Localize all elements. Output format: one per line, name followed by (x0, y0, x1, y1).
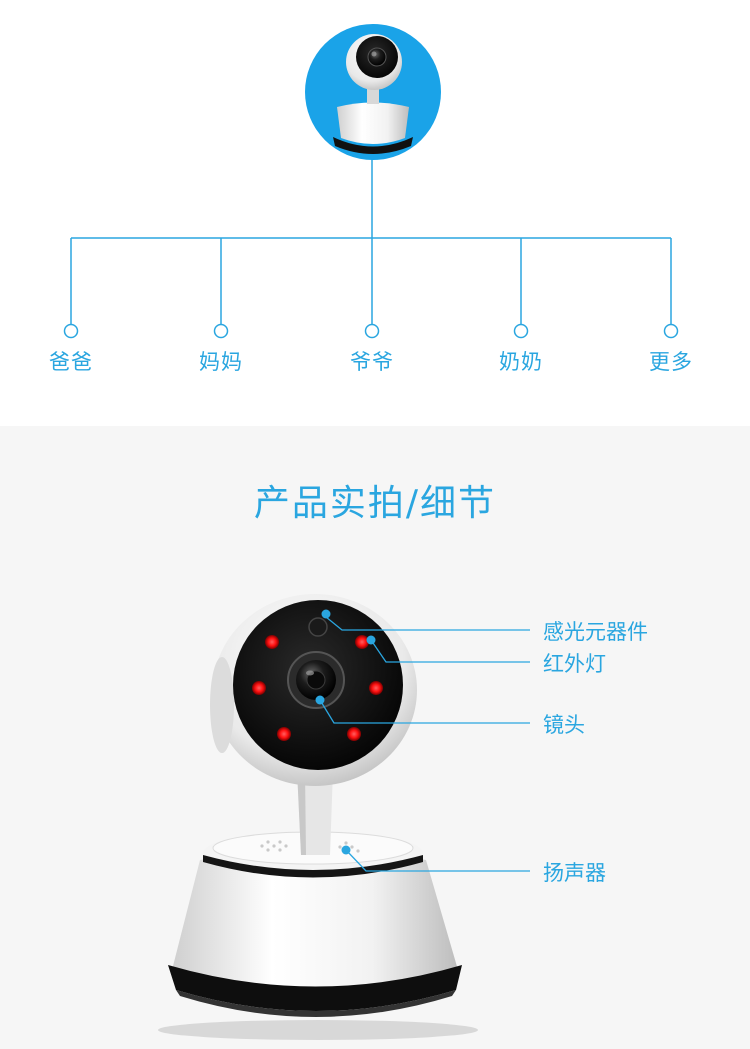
member-label-more: 更多 (649, 350, 693, 374)
camera-product-image (158, 594, 478, 1040)
member-label-dad: 爸爸 (49, 350, 93, 374)
section-title: 产品实拍/细节 (253, 483, 497, 524)
member-label-mom: 妈妈 (199, 350, 243, 374)
feature-label-sensor: 感光元器件 (543, 620, 648, 644)
feature-label-speaker: 扬声器 (543, 861, 606, 885)
callout-lines (319, 616, 530, 872)
feature-label-lens: 镜头 (543, 713, 585, 737)
camera-hub-icon (305, 24, 441, 160)
family-tree (63, 152, 679, 339)
feature-label-infrared: 红外灯 (543, 652, 606, 676)
callout-dots (315, 609, 376, 855)
member-label-grandma: 奶奶 (499, 350, 543, 374)
member-label-grandpa: 爷爷 (350, 350, 394, 374)
